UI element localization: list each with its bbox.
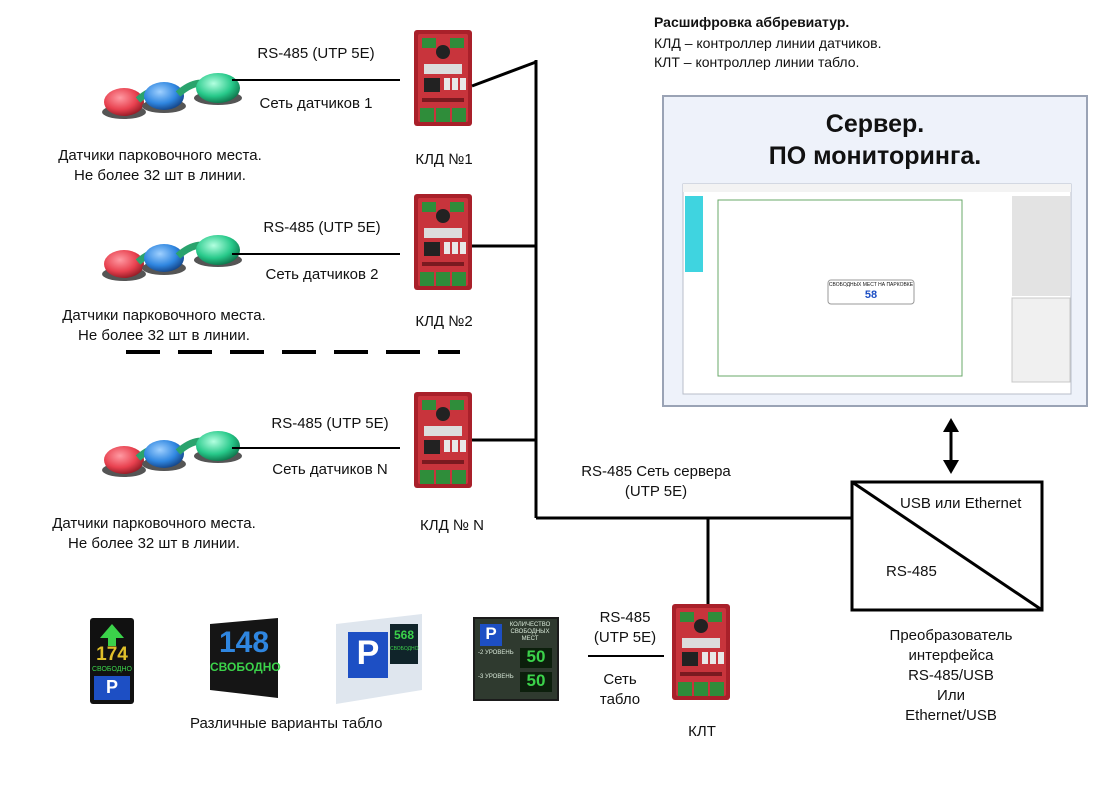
- screenshot-counter-label: СВОБОДНЫХ МЕСТ НА ПАРКОВКЕ: [828, 282, 914, 288]
- screenshot-plan: [717, 199, 963, 377]
- display-board-3: [336, 614, 422, 704]
- board4-row1-value: 50: [526, 647, 546, 666]
- board3-symbol: P: [356, 634, 380, 672]
- board4-header: КОЛИЧЕСТВО СВОБОДНЫХ МЕСТ: [509, 622, 551, 642]
- board3-word: СВОБОДНО: [390, 646, 419, 652]
- board4-row2-label: -3 УРОВЕНЬ: [478, 674, 514, 680]
- controller-board-1: [414, 30, 472, 126]
- screenshot-counter-value: 58: [864, 289, 878, 301]
- board1-word: СВОБОДНО: [92, 666, 132, 673]
- arrow-up-green-icon: [100, 624, 124, 646]
- screenshot-counter: [827, 279, 915, 305]
- klt-controller-label: КЛТ: [688, 723, 716, 740]
- arrow-up-icon: [943, 418, 959, 432]
- board4-row1-label: -2 УРОВЕНЬ: [478, 650, 514, 656]
- board-cable-line1: RS-485: [599, 609, 651, 626]
- arrow-down-icon: [943, 460, 959, 474]
- converter-caption-line1: Преобразователь: [889, 627, 1013, 644]
- linen-controller: КЛД № N: [420, 517, 484, 534]
- legend-title: Расшифровка аббревиатур.: [654, 14, 850, 30]
- linen-sensors-line1: Датчики парковочного места.: [52, 515, 256, 532]
- line2-cable: RS-485 (UTP 5E): [263, 219, 381, 236]
- display-board-2: [210, 618, 278, 698]
- converter-caption-line5: Ethernet/USB: [905, 707, 997, 724]
- board-cable-label: RS-485 (UTP 5E): [580, 608, 670, 648]
- board-cable-line2: (UTP 5E): [593, 629, 657, 646]
- bus-link-1: [471, 60, 537, 88]
- sensor-group-2: [102, 235, 242, 281]
- board2-number: 148: [218, 626, 270, 659]
- board3-number: 568: [393, 628, 415, 642]
- server-network-line1: RS-485 Сеть сервера: [581, 463, 731, 480]
- converter-caption: Преобразователь интерфейса RS-485/USB Ил…: [856, 626, 1046, 726]
- line2-sensors-line2: Не более 32 шт в линии.: [78, 327, 250, 344]
- screenshot-titlebar: [683, 184, 1071, 192]
- converter-diagonal: [851, 480, 1043, 612]
- boards-caption: Различные варианты табло: [190, 715, 383, 732]
- board2-word: СВОБОДНО: [210, 660, 281, 674]
- legend-line-klt: КЛТ – контроллер линии табло.: [654, 54, 860, 70]
- line1-controller: КЛД №1: [415, 151, 473, 168]
- line2-sensors-caption: Датчики парковочного места. Не более 32 …: [44, 306, 284, 346]
- linen-sensors-caption: Датчики парковочного места. Не более 32 …: [34, 514, 274, 554]
- line1-sensors-line2: Не более 32 шт в линии.: [74, 167, 246, 184]
- linen-sensors-line2: Не более 32 шт в линии.: [68, 535, 240, 552]
- converter-caption-line2: интерфейса: [908, 647, 994, 664]
- linen-network: Сеть датчиков N: [272, 461, 388, 478]
- line1-sensors-line1: Датчики парковочного места.: [58, 147, 262, 164]
- legend-line-kld: КЛД – контроллер линии датчиков.: [654, 35, 882, 51]
- display-board-1: [90, 618, 134, 704]
- screenshot-log: [1012, 196, 1070, 296]
- line1-network: Сеть датчиков 1: [259, 95, 373, 112]
- screenshot-table: [1011, 297, 1071, 383]
- converter-bottom-label: RS-485: [886, 563, 937, 580]
- board-network-label: Сеть табло: [580, 670, 660, 710]
- server-title: Сервер. ПО мониторинга.: [663, 108, 1087, 172]
- line1-sensors-caption: Датчики парковочного места. Не более 32 …: [40, 146, 280, 186]
- converter-caption-line3: RS-485/USB: [908, 667, 994, 684]
- board1-number: 174: [96, 644, 128, 665]
- converter-caption-line4: Или: [937, 687, 965, 704]
- screenshot-list: [685, 196, 703, 272]
- board4-row2-value: 50: [526, 671, 546, 690]
- server-network-line2: (UTP 5E): [624, 483, 688, 500]
- line1-cable: RS-485 (UTP 5E): [257, 45, 375, 62]
- controller-board-2: [414, 194, 472, 290]
- board1-symbol: P: [105, 677, 118, 697]
- linen-cable: RS-485 (UTP 5E): [271, 415, 389, 432]
- server-title-line1: Сервер.: [825, 110, 925, 138]
- board-network-line2: табло: [599, 691, 641, 708]
- display-board-4: [473, 617, 559, 701]
- line2-sensors-line1: Датчики парковочного места.: [62, 307, 266, 324]
- line2-network: Сеть датчиков 2: [265, 266, 379, 283]
- sensor-group-1: [102, 73, 242, 119]
- sensor-group-n: [102, 431, 242, 477]
- board4-symbol: P: [485, 624, 497, 643]
- converter-top-label: USB или Ethernet: [900, 495, 1022, 512]
- controller-board-klt: [672, 604, 730, 700]
- server-network-label: RS-485 Сеть сервера (UTP 5E): [556, 462, 756, 502]
- line2-controller: КЛД №2: [415, 313, 473, 330]
- board-network-line1: Сеть: [603, 671, 637, 688]
- server-title-line2: ПО мониторинга.: [768, 142, 982, 170]
